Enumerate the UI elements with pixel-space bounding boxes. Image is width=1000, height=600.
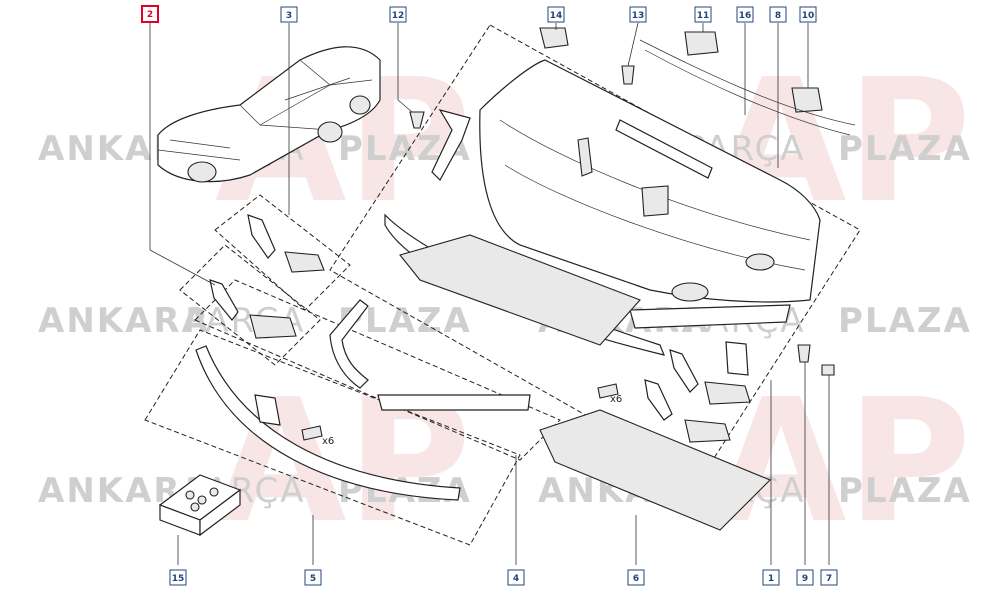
svg-text:5: 5 (310, 574, 316, 584)
callouts: 2 3 12 14 13 11 16 8 (141, 5, 838, 586)
callout-11[interactable]: 11 (694, 6, 712, 23)
svg-text:9: 9 (802, 574, 808, 584)
svg-text:6: 6 (633, 574, 639, 584)
callout-14[interactable]: 14 (547, 6, 565, 23)
watermark-brand-right: PLAZA (838, 471, 972, 511)
callout-5[interactable]: 5 (304, 569, 322, 586)
instruction-sheets (254, 341, 749, 426)
callout-10[interactable]: 10 (799, 6, 817, 23)
svg-text:10: 10 (802, 11, 815, 21)
watermark-brand-right: PLAZA (838, 129, 972, 169)
logo-watermark: AP (715, 363, 971, 561)
svg-text:4: 4 (513, 574, 519, 584)
svg-text:1: 1 (768, 574, 774, 584)
callout-8[interactable]: 8 (769, 6, 787, 23)
watermark-brand-right: PLAZA (838, 301, 972, 341)
callout-7[interactable]: 7 (820, 569, 838, 586)
svg-text:2: 2 (147, 10, 153, 20)
callout-1[interactable]: 1 (762, 569, 780, 586)
upper-grille (639, 39, 856, 136)
underbody-shields (399, 234, 771, 531)
car-illustration (157, 46, 381, 183)
svg-text:7: 7 (826, 574, 832, 584)
svg-text:3: 3 (286, 11, 292, 21)
callout-4[interactable]: 4 (507, 569, 525, 586)
fasteners (301, 65, 835, 441)
svg-text:8: 8 (775, 11, 781, 21)
callout-2[interactable]: 2 (141, 5, 159, 23)
bumper-brackets (431, 27, 823, 217)
fog-lamp-grilles-right (644, 349, 751, 443)
callout-9[interactable]: 9 (796, 569, 814, 586)
svg-text:14: 14 (550, 11, 563, 21)
callout-12[interactable]: 12 (389, 6, 407, 23)
svg-text:11: 11 (697, 11, 710, 21)
callout-15[interactable]: 15 (169, 569, 187, 586)
clip-quantity-left: x6 (322, 436, 334, 447)
callout-13[interactable]: 13 (629, 6, 647, 23)
svg-text:12: 12 (392, 11, 405, 21)
callout-3[interactable]: 3 (280, 6, 298, 23)
logo-watermark: AP (215, 363, 471, 561)
svg-text:15: 15 (172, 574, 185, 584)
clip-quantity-right: x6 (610, 394, 622, 405)
hardware-kit-box (158, 474, 242, 537)
callout-6[interactable]: 6 (627, 569, 645, 586)
fog-lamp-grilles-left (209, 214, 325, 339)
lower-spoiler-strip (195, 345, 461, 501)
svg-text:16: 16 (739, 11, 752, 21)
svg-text:13: 13 (632, 11, 645, 21)
callout-16[interactable]: 16 (736, 6, 754, 23)
watermark-brand-left: ANKARA (38, 301, 210, 341)
leader-lines (149, 22, 830, 565)
front-bumper (479, 59, 821, 329)
